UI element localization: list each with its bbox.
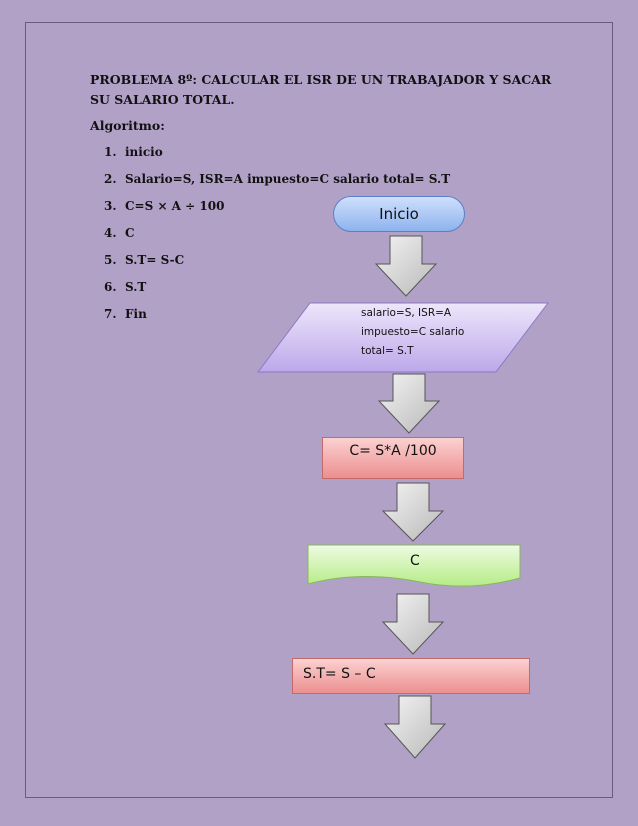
step-text: Fin	[125, 307, 147, 321]
algorithm-steps: 1. inicio 2. Salario=S, ISR=A impuesto=C s…	[104, 143, 450, 332]
step-number: 2.	[104, 172, 117, 186]
step-number: 7.	[104, 307, 117, 321]
step-text: inicio	[125, 145, 163, 159]
step-item: 5. S.T= S-C	[104, 251, 450, 278]
input-line: total= S.T	[361, 345, 414, 357]
step-text: S.T= S-C	[125, 253, 185, 267]
step-number: 5.	[104, 253, 117, 267]
flow-arrow-icon	[381, 482, 445, 542]
flow-arrow-icon	[377, 373, 441, 434]
start-terminal: Inicio	[333, 196, 465, 232]
output-document-shape	[307, 544, 521, 587]
step-item: 1. inicio	[104, 143, 450, 170]
algorithm-heading: Algoritmo:	[90, 118, 165, 133]
input-line: impuesto=C salario	[361, 326, 465, 338]
step-number: 6.	[104, 280, 117, 294]
step-text: S.T	[125, 280, 147, 294]
step-item: 2. Salario=S, ISR=A impuesto=C salario to…	[104, 170, 450, 197]
flow-arrow-icon	[381, 593, 445, 655]
step-text: Salario=S, ISR=A impuesto=C salario tota…	[125, 172, 451, 186]
step-number: 1.	[104, 145, 117, 159]
step-number: 3.	[104, 199, 117, 213]
problem-title: PROBLEMA 8º: CALCULAR EL ISR DE UN TRABA…	[90, 72, 552, 107]
process-calc-c-label: C= S*A /100	[349, 443, 437, 459]
step-text: C=S × A ÷ 100	[125, 199, 225, 213]
step-item: 6. S.T	[104, 278, 450, 305]
output-label: C	[410, 553, 420, 569]
process-total-salary: S.T= S – C	[292, 658, 530, 694]
step-item: 7. Fin	[104, 305, 450, 332]
step-item: 4. C	[104, 224, 450, 251]
flow-arrow-icon	[383, 695, 447, 759]
step-item: 3. C=S × A ÷ 100	[104, 197, 450, 224]
input-parallelogram	[256, 302, 550, 373]
input-text: salario=S, ISR=A impuesto=C salario tota…	[361, 304, 464, 361]
step-number: 4.	[104, 226, 117, 240]
flow-arrow-icon	[374, 235, 438, 297]
input-line: salario=S, ISR=A	[361, 307, 452, 319]
page-border	[25, 22, 613, 798]
step-text: C	[125, 226, 135, 240]
process-calc-c: C= S*A /100	[322, 437, 464, 479]
